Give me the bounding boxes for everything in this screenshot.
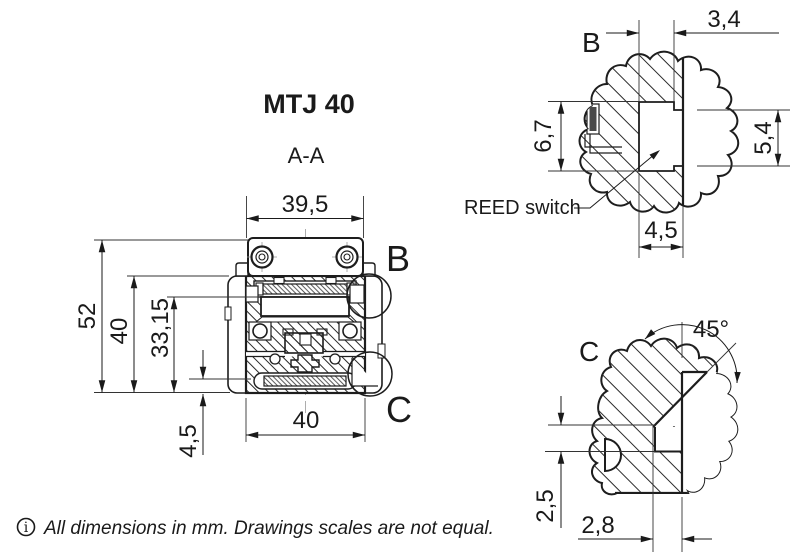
section-label: A-A xyxy=(288,143,325,168)
info-icon xyxy=(16,517,36,537)
dim-total-height: 52 xyxy=(74,303,101,330)
drawing-title: MTJ 40 xyxy=(263,89,355,119)
detail-view-c: C 45° 2,5 2,8 xyxy=(532,316,741,552)
dim-c-step-width: 2,8 xyxy=(581,512,614,539)
detail-b-label: B xyxy=(582,27,601,58)
dim-b-left-depth: 6,7 xyxy=(530,119,557,152)
main-detail-c-label: C xyxy=(386,389,412,430)
reed-switch-body xyxy=(589,107,597,131)
info-icon-glyph: i xyxy=(24,520,29,536)
reed-leader-arrow-icon xyxy=(649,150,660,160)
reed-switch-callout: REED switch xyxy=(464,197,581,219)
main-detail-b-label: B xyxy=(386,238,410,279)
bearing-right xyxy=(342,323,358,339)
dim-belt-bottom-offset: 4,5 xyxy=(175,424,202,457)
sensor-groove xyxy=(638,101,684,172)
dim-b-slot-width: 4,5 xyxy=(644,217,677,244)
bottom-belt xyxy=(263,375,347,387)
screw-right xyxy=(332,242,362,272)
screw-left xyxy=(247,242,277,272)
main-view: B C 39,5 52 40 33,15 4,5 40 xyxy=(74,191,412,458)
detail-c-bore xyxy=(604,437,622,473)
footer-note: i All dimensions in mm. Drawings scales … xyxy=(16,517,494,539)
dim-top-width: 39,5 xyxy=(282,191,329,218)
dim-body-height: 40 xyxy=(106,318,133,345)
detail-circle-c xyxy=(347,351,393,397)
carriage xyxy=(260,296,350,317)
dim-body-width: 40 xyxy=(293,407,320,434)
dim-c-chamfer-angle: 45° xyxy=(693,316,729,343)
chamfer-edge xyxy=(652,371,708,428)
dim-b-right-depth: 5,4 xyxy=(750,121,777,154)
dim-c-step-height: 2,5 xyxy=(532,489,559,522)
detail-view-b: B 3,4 6,7 5,4 4,5 REED switch xyxy=(464,6,790,258)
detail-c-label: C xyxy=(579,336,599,367)
top-belt xyxy=(262,283,348,295)
dim-inner-height: 33,15 xyxy=(147,298,174,358)
detail-circle-b xyxy=(346,273,392,319)
dim-b-slot-offset: 3,4 xyxy=(707,6,740,33)
footer-note-text: All dimensions in mm. Drawings scales ar… xyxy=(43,518,494,539)
bearing-left xyxy=(252,323,268,339)
